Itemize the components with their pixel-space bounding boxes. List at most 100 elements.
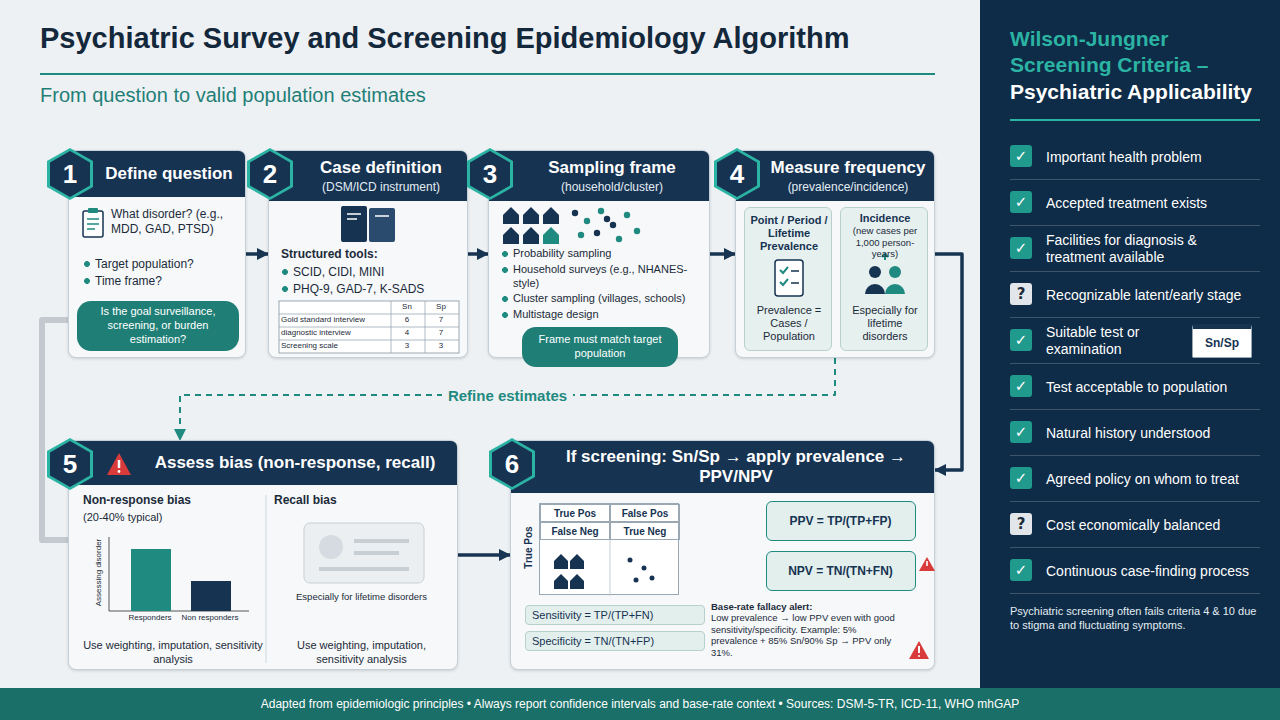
measure-box: Incidence(new cases per 1,000 person-yea…: [840, 207, 928, 351]
text-group: Probability samplingHousehold surveys (e…: [501, 247, 705, 325]
criterion-row: ✓Accepted treatment exists: [1010, 180, 1260, 226]
node-text: True Pos: [541, 508, 609, 519]
text-group: Assess bias (non-response, recall): [139, 441, 451, 485]
node-text: Multistage design: [501, 308, 705, 322]
step-card: 1Define questionWhat disorder? (e.g., MD…: [68, 150, 246, 358]
node-text: Household surveys (e.g., NHANES-style): [501, 263, 705, 291]
table-label: Screening scale: [281, 340, 387, 351]
node-text: False Neg: [541, 526, 609, 537]
text-group: Frame must match target population: [528, 327, 672, 367]
table-label: Sn: [390, 301, 424, 312]
node-text: False Pos: [611, 508, 679, 519]
text-group: Suitable test or examination: [1046, 318, 1184, 364]
node-text: 3: [470, 151, 510, 197]
text-group: False Neg: [540, 522, 610, 540]
text-group: Use weighting, imputation, sensitivity a…: [83, 639, 263, 667]
formula-box: NPV = TN/(TN+FN): [766, 551, 916, 591]
table-label: 7: [424, 327, 458, 338]
text-group: Prevalence = Cases / Population: [749, 304, 829, 348]
node-text: Important health problem: [1046, 149, 1258, 166]
icon-art: [69, 441, 459, 671]
text-group: Measure frequency(prevalence/incidence): [764, 151, 932, 201]
node-text: Agreed policy on whom to treat: [1046, 471, 1258, 488]
node-text: Sn/Sp: [1193, 336, 1251, 350]
node-text: Wilson-Jungner Screening Criteria –: [1010, 26, 1260, 79]
node-text: Incidence: [845, 212, 925, 225]
text-group: Continuous case-finding process: [1046, 548, 1258, 594]
text-group: ✓: [1010, 375, 1034, 399]
step-card: 5Assess bias (non-response, recall)Non-r…: [68, 440, 458, 670]
table-label: 7: [424, 314, 458, 325]
criterion-row: ✓Natural history understood: [1010, 410, 1260, 456]
connector-arrow: [468, 252, 488, 256]
node-text: (household/cluster): [517, 180, 707, 194]
table-label: diagnostic interview: [281, 327, 387, 338]
text-group: Test acceptable to population: [1046, 364, 1258, 410]
text-group: Case definition(DSM/ICD instrument): [297, 151, 465, 201]
step-card: 6If screening: Sn/Sp → apply prevalence …: [510, 440, 935, 670]
text-group: ?: [1010, 513, 1034, 537]
node-text: What disorder? (e.g., MDD, GAD, PTSD): [111, 207, 239, 237]
node-text: 2: [250, 151, 290, 197]
text-group: If screening: Sn/Sp → apply prevalence →…: [541, 441, 931, 493]
node-text: Define question: [95, 164, 243, 184]
criterion-row: ✓Suitable test or examinationSn/Sp: [1010, 318, 1260, 364]
node-text: Facilities for diagnosis & treatment ava…: [1046, 232, 1258, 266]
text-group: Point / Period / Lifetime Prevalence: [749, 214, 829, 254]
step-card: 4Measure frequency(prevalence/incidence)…: [735, 150, 935, 358]
node-text: Accepted treatment exists: [1046, 195, 1258, 212]
node-text: Psychiatric screening often fails criter…: [1010, 604, 1260, 633]
node-text: Structured tools:: [281, 247, 461, 262]
node-text: Target population?: [83, 257, 239, 272]
node-text: ?: [1010, 283, 1032, 305]
criterion-row: ? Cost economically balanced: [1010, 502, 1260, 548]
node-text: Cost economically balanced: [1046, 517, 1258, 534]
node-text: Especially for lifetime disorders: [845, 304, 925, 344]
callout-bubble: Frame must match target population: [522, 327, 678, 367]
connector-arrow: [180, 358, 835, 440]
node-text: 6: [492, 441, 532, 487]
table-label: Gold standard interview: [281, 314, 387, 325]
node-text: Sensitivity = TP/(TP+FN): [525, 605, 705, 625]
table-label: Assessing disorder: [93, 533, 104, 613]
node-text: ✓: [1010, 467, 1032, 489]
text-group: Structured tools:SCID, CIDI, MINIPHQ-9, …: [281, 247, 461, 299]
node-text: ?: [1010, 513, 1032, 535]
table-label: 4: [390, 327, 424, 338]
table-label: 3: [390, 340, 424, 351]
text-group: Recall bias: [274, 493, 449, 511]
text-group: ✓: [1010, 145, 1034, 169]
text-group: Incidence(new cases per 1,000 person-yea…: [845, 212, 925, 259]
text-group: Cost economically balanced: [1046, 502, 1258, 548]
callout-bubble: Is the goal surveillance, screening, or …: [77, 301, 239, 351]
text-group: Wilson-Jungner Screening Criteria –Psych…: [1010, 26, 1260, 105]
node-text: Probability sampling: [501, 247, 705, 261]
node-text: 4: [717, 151, 757, 197]
node-text: (new cases per 1,000 person-years): [845, 225, 925, 259]
step-card: 2Case definition(DSM/ICD instrument)Stru…: [268, 150, 468, 358]
node-text: Suitable test or examination: [1046, 324, 1184, 358]
criterion-row: ✓Facilities for diagnosis & treatment av…: [1010, 226, 1260, 272]
node-text: True Neg: [611, 526, 679, 537]
node-text: Low prevalence → low PPV even with good …: [711, 612, 903, 658]
confusion-matrix: True PosFalse PosFalse NegTrue Neg: [539, 503, 679, 595]
node-text: Assess bias (non-response, recall): [139, 453, 451, 473]
node-text: (DSM/ICD instrument): [297, 180, 465, 194]
connector-arrow: [42, 320, 68, 540]
measure-box: Point / Period / Lifetime PrevalencePrev…: [744, 207, 832, 351]
underline: [40, 73, 935, 75]
text-group: Base-rate fallacy alert:Low prevalence →…: [711, 601, 903, 667]
node-text: Sampling frame: [517, 158, 707, 178]
node-text: (prevalence/incidence): [764, 180, 932, 194]
text-group: Especially for lifetime disorders: [845, 304, 925, 348]
criterion-row: ✓ Test acceptable to population: [1010, 364, 1260, 410]
table-label: Non responders: [180, 612, 240, 623]
text-group: Sn/Sp: [1192, 324, 1252, 358]
edge-label: Refine estimates: [442, 387, 573, 404]
node-text: Time frame?: [83, 274, 239, 289]
connector-arrow: [935, 254, 962, 470]
table-label: Responders: [120, 612, 180, 623]
text-group: Sampling frame (household/cluster): [517, 151, 707, 201]
text-group: NPV = TN/(TN+FN): [767, 552, 914, 589]
text-group: Especially for lifetime disorders: [274, 591, 449, 602]
